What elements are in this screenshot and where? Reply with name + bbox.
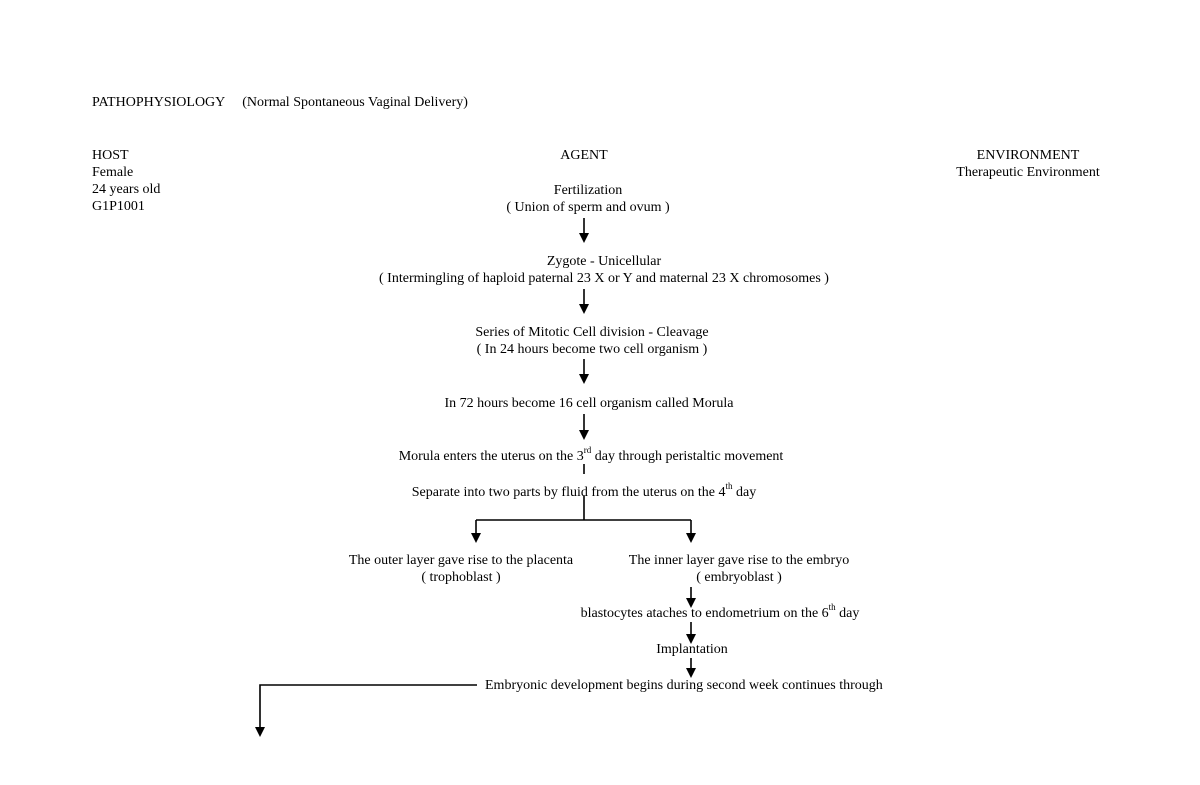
title-text: PATHOPHYSIOLOGY [92,95,225,110]
host-column: HOST Female 24 years old G1P1001 [92,147,160,215]
separate-node: Separate into two parts by fluid from th… [411,481,757,501]
zygote-detail: ( Intermingling of haploid paternal 23 X… [379,271,829,286]
agent-label: AGENT [560,148,608,163]
blastocytes-text-start: blastocytes ataches to endometrium on th… [580,606,829,621]
inner-layer-node: The inner layer gave rise to the embryo … [629,552,849,586]
host-age: 24 years old [92,182,161,197]
uterus-node: Morula enters the uterus on the 3rd day … [398,445,784,465]
environment-column: ENVIRONMENT Therapeutic Environment [948,147,1108,181]
blastocytes-text-end: day [835,606,860,621]
outer-layer-title: The outer layer gave rise to the placent… [348,553,574,568]
separate-text-start: Separate into two parts by fluid from th… [411,485,726,500]
fertilization-detail: ( Union of sperm and ovum ) [506,200,670,215]
environment-setting: Therapeutic Environment [956,165,1100,180]
separate-text-end: day [732,485,757,500]
host-label: HOST [92,148,129,163]
cleavage-title: Series of Mitotic Cell division - Cleava… [475,325,709,340]
line-embryonic-continues [255,684,477,737]
host-sex: Female [92,165,134,180]
uterus-text-start: Morula enters the uterus on the 3 [398,449,584,464]
title-subtitle: (Normal Spontaneous Vaginal Delivery) [242,95,468,110]
blastocytes-ordinal: th [828,602,836,613]
implantation-node: Implantation [656,642,728,657]
host-gravida-para: G1P1001 [92,199,145,214]
zygote-title: Zygote - Unicellular [546,254,662,269]
zygote-node: Zygote - Unicellular ( Intermingling of … [379,253,829,287]
embryonic-development-node: Embryonic development begins during seco… [485,678,883,693]
uterus-text-end: day through peristaltic movement [591,449,784,464]
cleavage-node: Series of Mitotic Cell division - Cleava… [475,324,708,358]
morula-node: In 72 hours become 16 cell organism call… [444,396,734,411]
fertilization-title: Fertilization [553,183,623,198]
inner-layer-detail: ( embryoblast ) [696,570,782,585]
environment-label: ENVIRONMENT [976,148,1080,163]
inner-layer-title: The inner layer gave rise to the embryo [628,553,850,568]
blastocytes-node: blastocytes ataches to endometrium on th… [580,602,860,622]
branch-separate-split [476,496,691,521]
outer-layer-node: The outer layer gave rise to the placent… [349,552,573,586]
outer-layer-detail: ( trophoblast ) [421,570,501,585]
page-title: PATHOPHYSIOLOGY (Normal Spontaneous Vagi… [92,94,468,111]
fertilization-node: Fertilization ( Union of sperm and ovum … [506,182,669,216]
cleavage-detail: ( In 24 hours become two cell organism ) [476,342,708,357]
uterus-ordinal: rd [583,445,592,456]
separate-ordinal: th [725,481,733,492]
